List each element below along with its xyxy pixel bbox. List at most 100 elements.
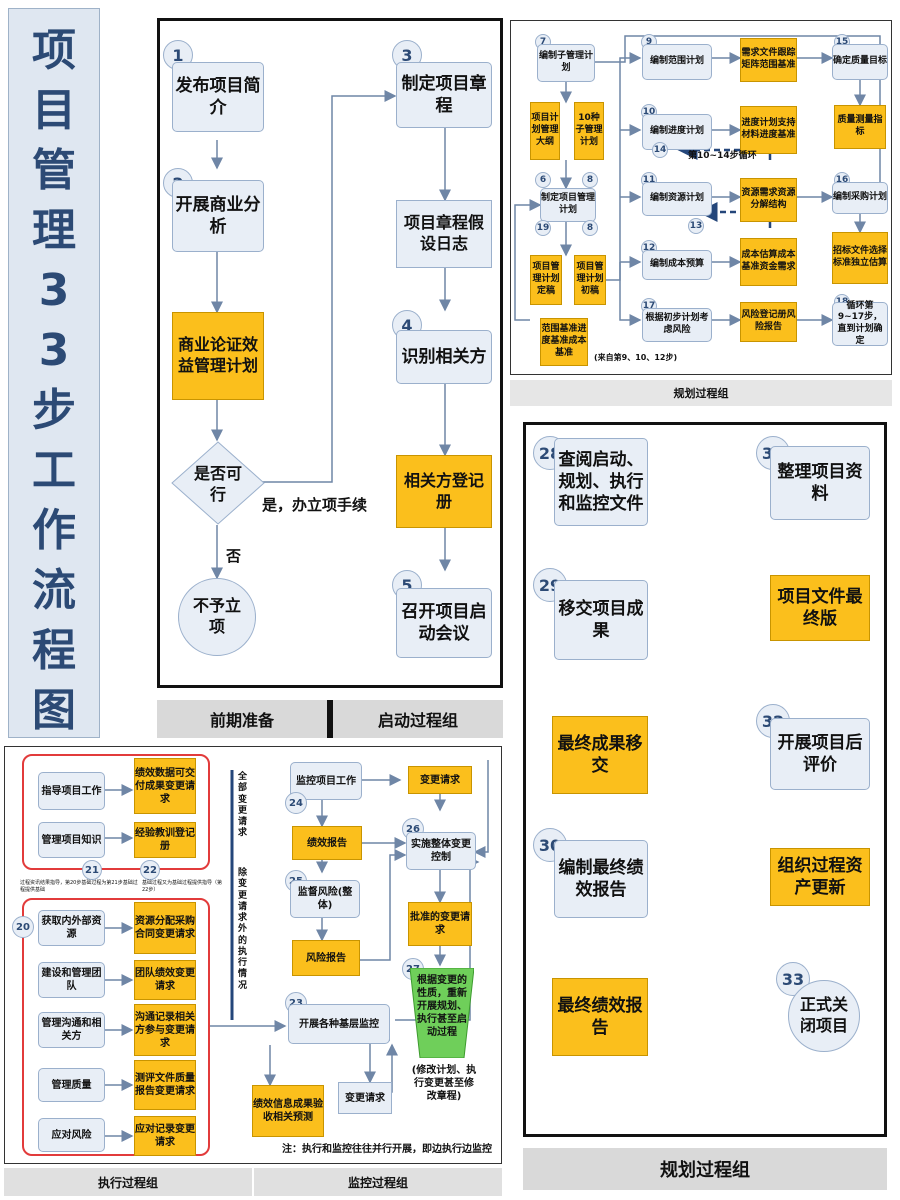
exec-badge-22: 22	[140, 860, 160, 880]
mon-footnote: 注：执行和监控往往并行开展，即边执行边监控	[282, 1144, 492, 1155]
plan-risk: 根据初步计划考虑风险	[642, 308, 712, 342]
step-publish-brief: 发布项目简介	[172, 62, 264, 132]
exec-acquire-resources: 获取内外部资源	[38, 910, 105, 946]
exec-panel	[4, 746, 502, 1164]
title-char: 程	[32, 625, 76, 676]
plan-badge-13: 13	[688, 218, 704, 234]
exec-communications: 管理沟通和相关方	[38, 1012, 105, 1048]
plan-doc-outline: 项目计划管理大纲	[530, 102, 560, 160]
title-char: 流	[32, 565, 76, 616]
step-reject: 不予立项	[178, 578, 256, 656]
exec-doc-quality: 测评文件质量报告变更请求	[134, 1060, 196, 1110]
exec-vertical-note-2: 除变更请求外的执行情况	[238, 868, 248, 991]
title-char: 3	[38, 265, 70, 316]
mon-doc-perf-info: 绩效信息成果验收相关预测	[252, 1085, 324, 1137]
close-final-report: 编制最终绩效报告	[554, 840, 648, 918]
title-char: 理	[32, 205, 76, 256]
exec-vertical-note-1: 全部变更请求	[238, 772, 248, 839]
plan-loop-until-done: 循环第9~17步，直到计划确定	[832, 301, 888, 346]
mon-paren-note: (修改计划、执行变更甚至修改章程)	[411, 1065, 477, 1102]
exec-doc-team: 团队绩效变更请求	[134, 960, 196, 1000]
exec-quality: 管理质量	[38, 1068, 105, 1102]
plan-resource: 编制资源计划	[642, 182, 712, 216]
mon-base-controls: 开展各种基层监控	[288, 1004, 390, 1044]
close-transfer-results: 移交项目成果	[554, 580, 648, 660]
doc-business-case: 商业论证效益管理计划	[172, 312, 264, 400]
phase-bar-divider	[327, 700, 333, 738]
title-char: 图	[32, 685, 76, 736]
exec-doc-performance: 绩效数据可交付成果变更请求	[134, 758, 196, 814]
close-post-review: 开展项目后评价	[770, 718, 870, 790]
title-char: 3	[38, 325, 70, 376]
close-doc-opa-update: 组织过程资产更新	[770, 848, 870, 906]
exec-doc-communications: 沟通记录相关方参与变更请求	[134, 1004, 196, 1056]
step-identify-stakeholders: 识别相关方	[396, 330, 492, 384]
exec-direct-work: 指导项目工作	[38, 772, 105, 810]
phase-bar-initiation: 启动过程组	[333, 700, 503, 738]
step-business-analysis: 开展商业分析	[172, 180, 264, 252]
exec-note-21: 过程资讯结果指导，第20步基础过程为第21步基础过程提供基础	[20, 880, 138, 893]
plan-doc-cost: 成本估算成本基准资金需求	[740, 238, 797, 286]
exec-manage-knowledge: 管理项目知识	[38, 822, 105, 858]
close-doc-final-version: 项目文件最终版	[770, 575, 870, 641]
plan-doc-risk: 风险登记册风险报告	[740, 302, 797, 342]
exec-group-bottom	[22, 898, 210, 1156]
plan-badge-19: 19	[535, 220, 551, 236]
title-char: 工	[32, 445, 76, 496]
title-char: 作	[32, 505, 76, 556]
phase-bar-monitoring: 监控过程组	[254, 1168, 502, 1196]
plan-doc-baselines: 范围基准进度基准成本基准	[540, 318, 588, 366]
mon-doc-performance: 绩效报告	[292, 826, 362, 860]
plan-doc-resource: 资源需求资源分解结构	[740, 178, 797, 222]
plan-quality: 确定质量目标	[832, 44, 888, 80]
decision-feasible: 是否可行	[170, 440, 266, 526]
exec-doc-lessons: 经验教训登记册	[134, 822, 196, 858]
plan-doc-schedule: 进度计划支持材料进度基准	[740, 106, 797, 154]
doc-charter: 项目章程假设日志	[396, 200, 492, 268]
exec-note-22: 基础过程又为基础过程提供指导（第22步）	[142, 880, 223, 893]
plan-scope: 编制范围计划	[642, 44, 712, 80]
mon-doc-risk: 风险报告	[292, 940, 360, 976]
step-kickoff: 召开项目启动会议	[396, 588, 492, 658]
phase-bar-closing: 规划过程组	[523, 1148, 887, 1190]
exec-risk-response: 应对风险	[38, 1118, 105, 1152]
plan-doc-10-subplans: 10种子管理计划	[574, 102, 604, 160]
plan-develop-pmp: 制定项目管理计划	[540, 188, 596, 222]
exec-badge-20: 20	[12, 916, 34, 938]
title-char: 目	[32, 85, 76, 136]
exec-doc-risk-response: 应对记录变更请求	[134, 1116, 196, 1156]
step-charter: 制定项目章程	[396, 62, 492, 128]
plan-cost: 编制成本预算	[642, 250, 712, 280]
doc-stakeholder-register: 相关方登记册	[396, 455, 492, 528]
title-char: 管	[32, 145, 76, 196]
plan-doc-scope: 需求文件跟踪矩阵范围基准	[740, 38, 797, 82]
title-char: 项	[32, 25, 76, 76]
title-char: 步	[32, 385, 76, 436]
plan-loop-note: 第10~14步循环	[688, 151, 757, 161]
decision-label: 是否可行	[194, 464, 243, 504]
exec-group-top	[22, 754, 210, 870]
mon-doc-change-request-2: 变更请求	[408, 766, 472, 794]
plan-doc-procurement: 招标文件选择标准独立估算	[832, 232, 888, 284]
mon-doc-approved: 批准的变更请求	[408, 902, 472, 946]
yes-label: 是，办立项手续	[262, 496, 368, 514]
plan-badge-8b: 8	[582, 220, 598, 236]
plan-badge-14: 14	[652, 142, 668, 158]
mon-integrated-change: 实施整体变更控制	[406, 832, 476, 870]
exec-team: 建设和管理团队	[38, 962, 105, 998]
exec-doc-resources: 资源分配采购合同变更请求	[134, 902, 196, 954]
plan-badge-8a: 8	[582, 172, 598, 188]
plan-doc-draft: 项目管理计划初稿	[574, 255, 606, 305]
mon-doc-change-request-1: 变更请求	[338, 1082, 392, 1114]
phase-bar-execution: 执行过程组	[4, 1168, 252, 1196]
close-review-docs: 查阅启动、规划、执行和监控文件	[554, 438, 648, 526]
mon-replan-label: 根据变更的性质，重新开展规划、执行甚至启动过程	[417, 975, 467, 1038]
phase-bar-prep: 前期准备	[157, 700, 327, 738]
close-organize-docs: 整理项目资料	[770, 446, 870, 520]
plan-procurement: 编制采购计划	[832, 182, 888, 214]
phase-bar-planning: 规划过程组	[510, 380, 892, 406]
exec-badge-21: 21	[82, 860, 102, 880]
no-label: 否	[226, 547, 242, 565]
close-doc-final-report: 最终绩效报告	[552, 978, 648, 1056]
plan-doc-quality: 质量测量指标	[834, 105, 886, 149]
